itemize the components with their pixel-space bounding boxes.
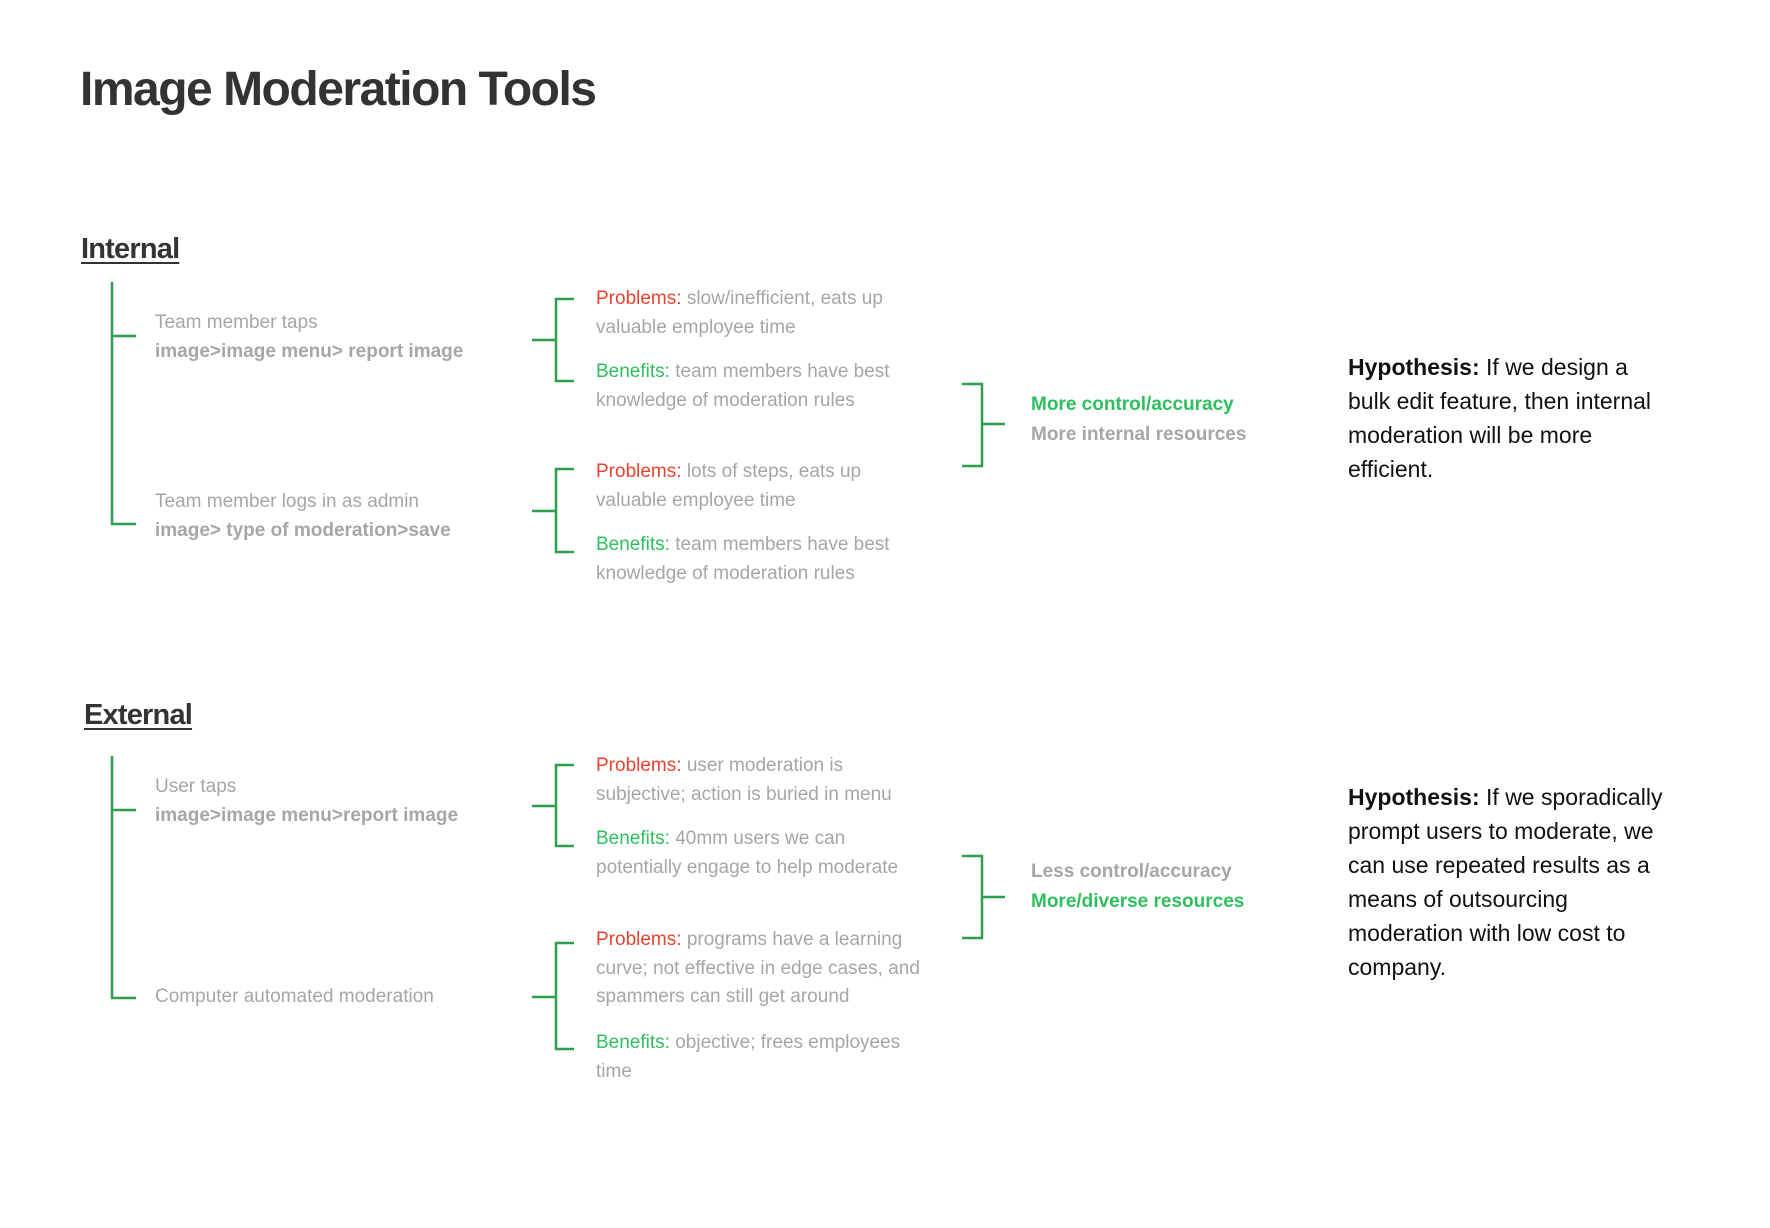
problems-text: programs have a learning curve; not effe… <box>596 929 920 1007</box>
method-text: Team member taps <box>155 312 318 333</box>
internal-method-bracket <box>110 282 136 526</box>
external-pros-cons-bracket-1 <box>532 763 574 848</box>
outcome-resources: More internal resources <box>1031 424 1247 445</box>
method-path: image> type of moderation>save <box>155 519 451 541</box>
method-text: Computer automated moderation <box>155 986 434 1007</box>
external-method-2: Computer automated moderation <box>155 983 515 1012</box>
internal-pros-cons-bracket-1 <box>532 297 574 383</box>
benefits-label: Benefits: <box>596 1032 670 1053</box>
problems-label: Problems: <box>596 288 682 309</box>
external-problems-2: Problems: programs have a learning curve… <box>596 926 936 1012</box>
problems-label: Problems: <box>596 461 682 482</box>
problems-text: lots of steps, eats up valuable employee… <box>596 461 862 511</box>
benefits-label: Benefits: <box>596 534 670 555</box>
external-method-1: User taps image>image menu>report image <box>155 773 515 830</box>
external-heading: External <box>84 699 193 731</box>
internal-pros-cons-bracket-2 <box>532 467 574 554</box>
external-outcomes: Less control/accuracy More/diverse resou… <box>1031 857 1311 917</box>
problems-text: slow/inefficient, eats up valuable emplo… <box>596 288 883 338</box>
benefits-text: team members have best knowledge of mode… <box>596 361 890 411</box>
problems-text: user moderation is subjective; action is… <box>596 755 892 805</box>
internal-benefits-2: Benefits: team members have best knowled… <box>596 531 921 588</box>
hypothesis-text: If we design a bulk edit feature, then i… <box>1348 354 1652 482</box>
internal-benefits-1: Benefits: team members have best knowled… <box>596 358 921 415</box>
internal-heading: Internal <box>81 233 180 265</box>
external-problems-1: Problems: user moderation is subjective;… <box>596 752 936 809</box>
page-title: Image Moderation Tools <box>80 63 597 116</box>
benefits-label: Benefits: <box>596 828 670 849</box>
problems-label: Problems: <box>596 755 682 776</box>
external-hypothesis: Hypothesis: If we sporadically prompt us… <box>1348 780 1678 984</box>
method-path: image>image menu>report image <box>155 804 459 826</box>
benefits-text: team members have best knowledge of mode… <box>596 534 890 584</box>
method-path: image>image menu> report image <box>155 340 464 362</box>
method-text: User taps <box>155 776 237 797</box>
outcome-control: More control/accuracy <box>1031 394 1234 415</box>
benefits-label: Benefits: <box>596 361 670 382</box>
external-outcome-bracket <box>962 854 1005 940</box>
hypothesis-label: Hypothesis: <box>1348 354 1480 380</box>
hypothesis-text: If we sporadically prompt users to moder… <box>1348 784 1663 980</box>
external-method-bracket <box>110 756 136 1000</box>
internal-hypothesis: Hypothesis: If we design a bulk edit fea… <box>1348 350 1668 486</box>
method-text: Team member logs in as admin <box>155 491 419 512</box>
internal-method-1: Team member taps image>image menu> repor… <box>155 309 515 366</box>
internal-outcome-bracket <box>962 382 1005 468</box>
internal-problems-1: Problems: slow/inefficient, eats up valu… <box>596 285 921 342</box>
internal-outcomes: More control/accuracy More internal reso… <box>1031 390 1311 450</box>
hypothesis-label: Hypothesis: <box>1348 784 1480 810</box>
outcome-control: Less control/accuracy <box>1031 861 1232 882</box>
problems-label: Problems: <box>596 929 682 950</box>
outcome-resources: More/diverse resources <box>1031 891 1245 912</box>
internal-method-2: Team member logs in as admin image> type… <box>155 488 515 545</box>
external-benefits-1: Benefits: 40mm users we can potentially … <box>596 825 936 882</box>
internal-problems-2: Problems: lots of steps, eats up valuabl… <box>596 458 921 515</box>
benefits-text: objective; frees employees time <box>596 1032 901 1082</box>
external-benefits-2: Benefits: objective; frees employees tim… <box>596 1029 936 1086</box>
benefits-text: 40mm users we can potentially engage to … <box>596 828 899 878</box>
external-pros-cons-bracket-2 <box>532 941 574 1051</box>
